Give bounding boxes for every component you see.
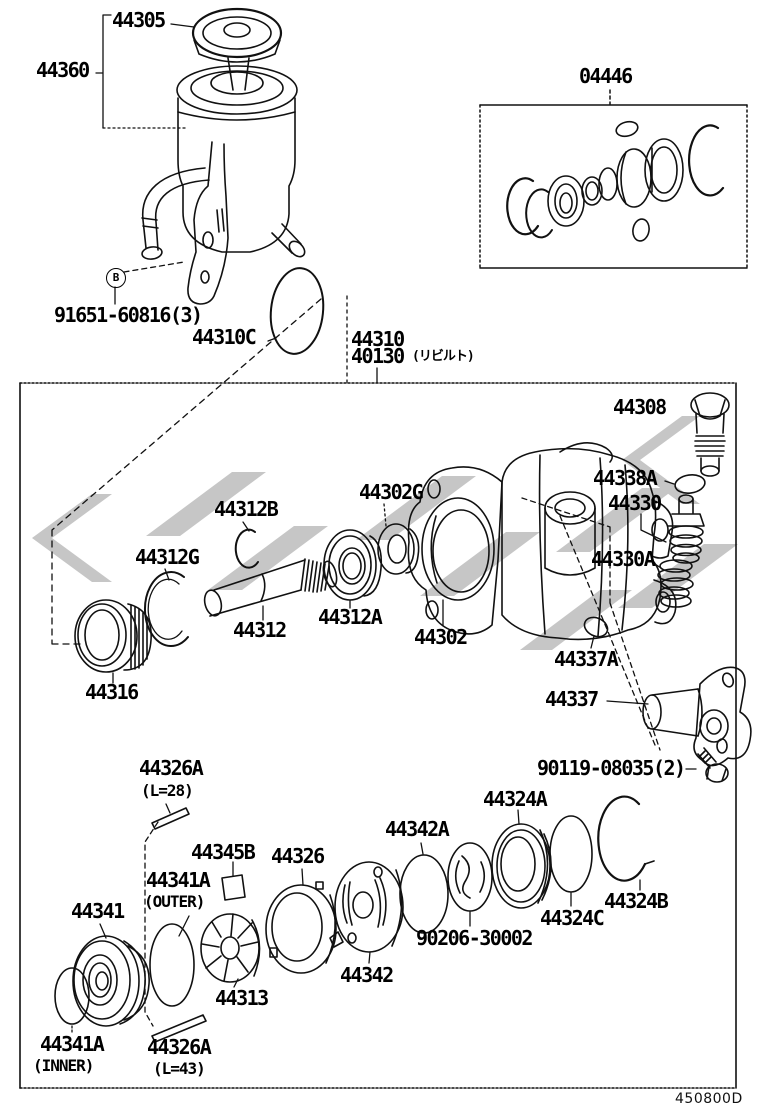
length-note-l28: (L=28)	[141, 781, 194, 800]
part-label-44312G[interactable]: 44312G	[135, 545, 200, 569]
part-label-44360[interactable]: 44360	[36, 58, 90, 82]
shaft-44312-drawing	[203, 558, 338, 621]
part-label-44326A-top[interactable]: 44326A	[139, 756, 204, 780]
oring-44342A-leader	[420, 842, 424, 855]
part-label-44337[interactable]: 44337	[545, 687, 599, 711]
oring-44310C-drawing	[269, 267, 325, 355]
part-label-44337A[interactable]: 44337A	[554, 647, 619, 671]
reservoir-leader-lines	[95, 14, 277, 342]
bolt-90119-drawing	[685, 747, 729, 783]
part-label-44313[interactable]: 44313	[215, 986, 269, 1010]
part-label-44305[interactable]: 44305	[112, 8, 166, 32]
oring-44342A-drawing	[399, 854, 449, 934]
bushing-44316-drawing	[74, 599, 152, 684]
part-label-44341[interactable]: 44341	[71, 899, 125, 923]
oring-outer-leader	[178, 915, 190, 937]
part-label-90206-30002[interactable]: 90206-30002	[416, 926, 533, 950]
oring-44324C-drawing	[549, 815, 593, 893]
flow-control-valve-44330-drawing	[640, 494, 705, 564]
callout-marker-b: B	[106, 268, 126, 288]
outer-note: (OUTER)	[144, 892, 205, 911]
reservoir-tank-drawing	[141, 65, 306, 260]
cam-ring-44326-drawing	[265, 868, 337, 974]
reservoir-cap-drawing	[191, 7, 283, 91]
part-label-40130[interactable]: 40130	[351, 344, 405, 368]
snap-ring-44324B-drawing	[597, 795, 655, 891]
part-label-44312B[interactable]: 44312B	[214, 497, 279, 521]
bearing-44312A-drawing	[323, 529, 383, 609]
front-housing-44302-drawing	[407, 466, 503, 635]
snap-ring-44312G-drawing	[144, 568, 189, 648]
part-label-44341A-inner[interactable]: 44341A	[40, 1032, 105, 1056]
part-label-44324A[interactable]: 44324A	[483, 787, 548, 811]
seal-kit-box	[479, 89, 748, 269]
part-label-04446[interactable]: 04446	[579, 64, 633, 88]
rear-body-drawing	[501, 442, 677, 641]
main-diagram-box	[19, 382, 737, 1089]
valve-spring-44330A-drawing	[651, 480, 694, 608]
key-44345B-drawing	[221, 861, 246, 901]
part-label-44326[interactable]: 44326	[271, 844, 325, 868]
part-label-90119-08035[interactable]: 90119-08035(2)	[537, 756, 686, 780]
reservoir-bracket-drawing	[187, 141, 229, 305]
inner-note: (INNER)	[33, 1056, 94, 1075]
oring-44337A-leader	[590, 635, 595, 649]
plate-44324A-drawing	[491, 809, 552, 909]
part-label-91651-60816[interactable]: 91651-60816(3)	[54, 303, 203, 327]
part-label-44312[interactable]: 44312	[233, 618, 287, 642]
diagram-code: 450800D	[675, 1091, 743, 1107]
pin-top-44326A-drawing	[151, 803, 190, 830]
seal-kit-contents-drawing	[506, 120, 725, 242]
oring-outer-44341A-drawing	[149, 923, 195, 1007]
part-label-44345B[interactable]: 44345B	[191, 840, 256, 864]
part-label-44341A-outer[interactable]: 44341A	[146, 868, 211, 892]
part-label-44308[interactable]: 44308	[613, 395, 667, 419]
pin-bottom-44326A-drawing	[151, 1014, 207, 1043]
oring-44338A-drawing	[674, 474, 706, 494]
part-label-44324C[interactable]: 44324C	[540, 906, 605, 930]
snap-ring-44312B-drawing	[234, 521, 259, 569]
suction-union-44337-drawing	[606, 666, 752, 767]
valve-leader-dashes	[521, 497, 661, 751]
watermark-logo	[32, 416, 738, 650]
reman-note: (リビルト)	[412, 349, 475, 364]
part-label-44316[interactable]: 44316	[85, 680, 139, 704]
part-label-44302G[interactable]: 44302G	[359, 480, 424, 504]
union-bolt-44308-drawing	[690, 392, 730, 477]
rotor-44313-drawing	[200, 913, 261, 988]
part-label-44330A[interactable]: 44330A	[591, 547, 656, 571]
side-plate-44342-drawing	[329, 861, 404, 964]
oring-inner-44341A-drawing	[54, 967, 90, 1025]
part-label-44302[interactable]: 44302	[414, 625, 468, 649]
part-label-44342A[interactable]: 44342A	[385, 817, 450, 841]
pulley-44341-drawing	[72, 923, 150, 1027]
oring-44337A-drawing	[583, 616, 609, 638]
pin-alignment-dashes	[144, 821, 159, 1027]
part-label-44342[interactable]: 44342	[340, 963, 394, 987]
part-label-44330[interactable]: 44330	[608, 491, 662, 515]
part-label-44310C[interactable]: 44310C	[192, 325, 257, 349]
part-label-44338A[interactable]: 44338A	[593, 466, 658, 490]
length-note-l43: (L=43)	[153, 1059, 206, 1078]
part-label-44326A-bottom[interactable]: 44326A	[147, 1035, 212, 1059]
part-label-44312A[interactable]: 44312A	[318, 605, 383, 629]
wave-washer-90206-drawing	[447, 842, 493, 927]
part-label-44310[interactable]: 44310	[351, 327, 405, 351]
part-label-44324B[interactable]: 44324B	[604, 889, 669, 913]
